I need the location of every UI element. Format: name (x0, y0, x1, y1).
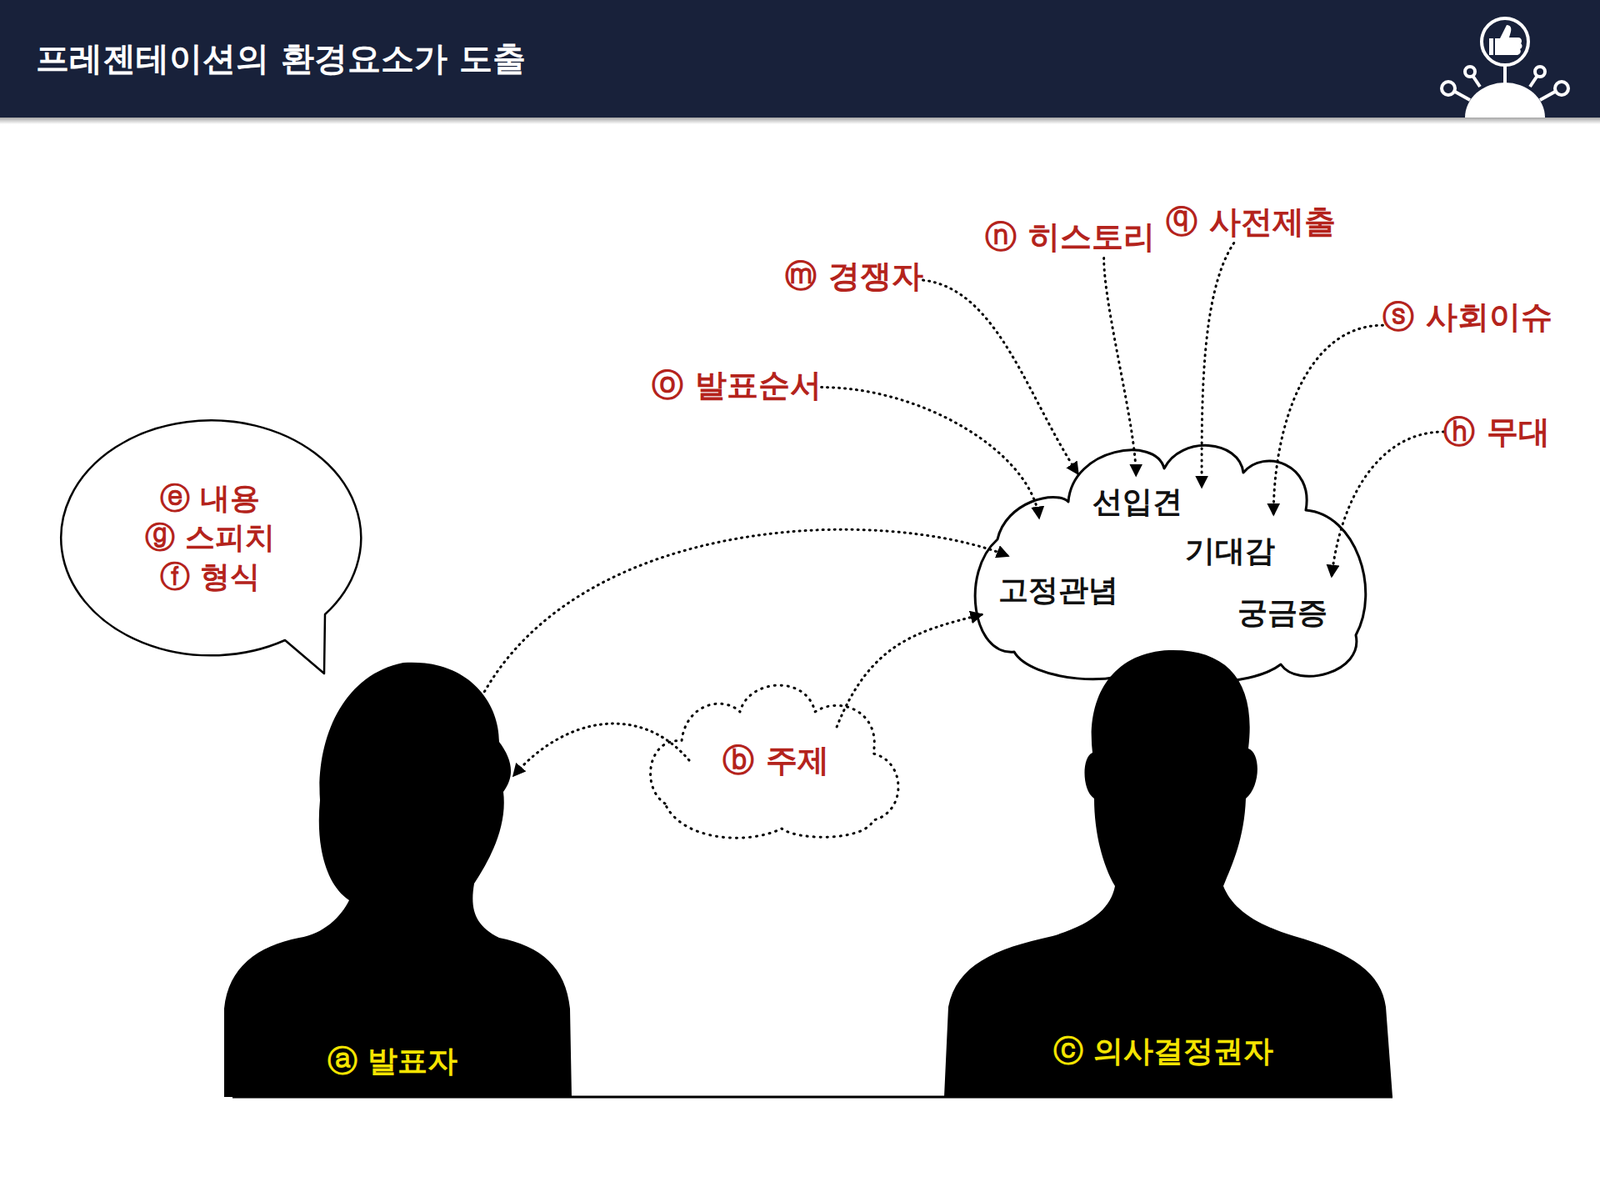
thought-cloud-outline (975, 445, 1366, 681)
topic-cloud-outline (650, 685, 899, 838)
dotted-arrow (923, 280, 1079, 475)
presenter-silhouette: ⓐ 발표자 (224, 658, 572, 1097)
presenter-silhouette-shape (224, 658, 572, 1097)
node-text: ⓔ 내용 (160, 478, 261, 520)
node-text: ⓖ 스피치 (145, 517, 276, 559)
thumbs-icon (1441, 18, 1569, 118)
thought-cloud: 선입견기대감고정관념궁금증 (964, 439, 1368, 679)
dotted-arrow (481, 529, 1009, 697)
presenter-silhouette-outline (224, 662, 572, 1097)
node-text: 고정관념 (998, 570, 1119, 611)
slide-title: 프레젠테이션의 환경요소가 도출 (35, 35, 526, 82)
node-text: ⓒ 의사결정권자 (1053, 1030, 1275, 1072)
node-text: 선입견 (1092, 481, 1183, 523)
factor-text: ⓝ 히스토리 (985, 215, 1155, 259)
thought-cloud-shape (964, 439, 1368, 679)
node-text: 기대감 (1185, 530, 1275, 572)
dotted-arrow (1331, 431, 1444, 577)
factor-label: ⓢ 사회이슈 (1382, 295, 1552, 339)
topic-cloud: ⓑ 주제 (648, 678, 904, 837)
factor-label: ⓜ 경쟁자 (785, 255, 923, 298)
node-text: ⓐ 발표자 (327, 1040, 459, 1082)
decision-maker-silhouette-outline (944, 650, 1393, 1097)
factor-text: ⓢ 사회이슈 (1382, 295, 1552, 339)
factor-text: ⓞ 발표순서 (651, 364, 821, 407)
factor-text: ⓗ 무대 (1443, 410, 1550, 454)
factor-label: ⓠ 사전제출 (1165, 200, 1335, 244)
dotted-arrow (1104, 258, 1137, 476)
factor-text: ⓜ 경쟁자 (785, 255, 923, 298)
speech-bubble-outline (60, 420, 361, 674)
factor-label: ⓗ 무대 (1443, 410, 1550, 454)
node-text: 궁금증 (1237, 592, 1328, 634)
dotted-arrow (513, 723, 690, 776)
node-text: ⓑ 주제 (722, 739, 829, 782)
factor-label: ⓞ 발표순서 (651, 364, 821, 407)
title-shadow (0, 117, 1600, 125)
dotted-arrow (821, 387, 1040, 519)
node-text: ⓕ 형식 (160, 556, 261, 598)
decision-maker-silhouette-shape (944, 648, 1393, 1097)
factor-text: ⓠ 사전제출 (1165, 200, 1335, 244)
title-bar (0, 0, 1600, 118)
dotted-arrow (836, 614, 983, 727)
factor-label: ⓝ 히스토리 (985, 215, 1155, 259)
speech-bubble: ⓔ 내용ⓖ 스피치ⓕ 형식 (58, 419, 362, 658)
decision-maker-silhouette: ⓒ 의사결정권자 (944, 648, 1393, 1097)
dotted-arrow (1273, 325, 1383, 515)
